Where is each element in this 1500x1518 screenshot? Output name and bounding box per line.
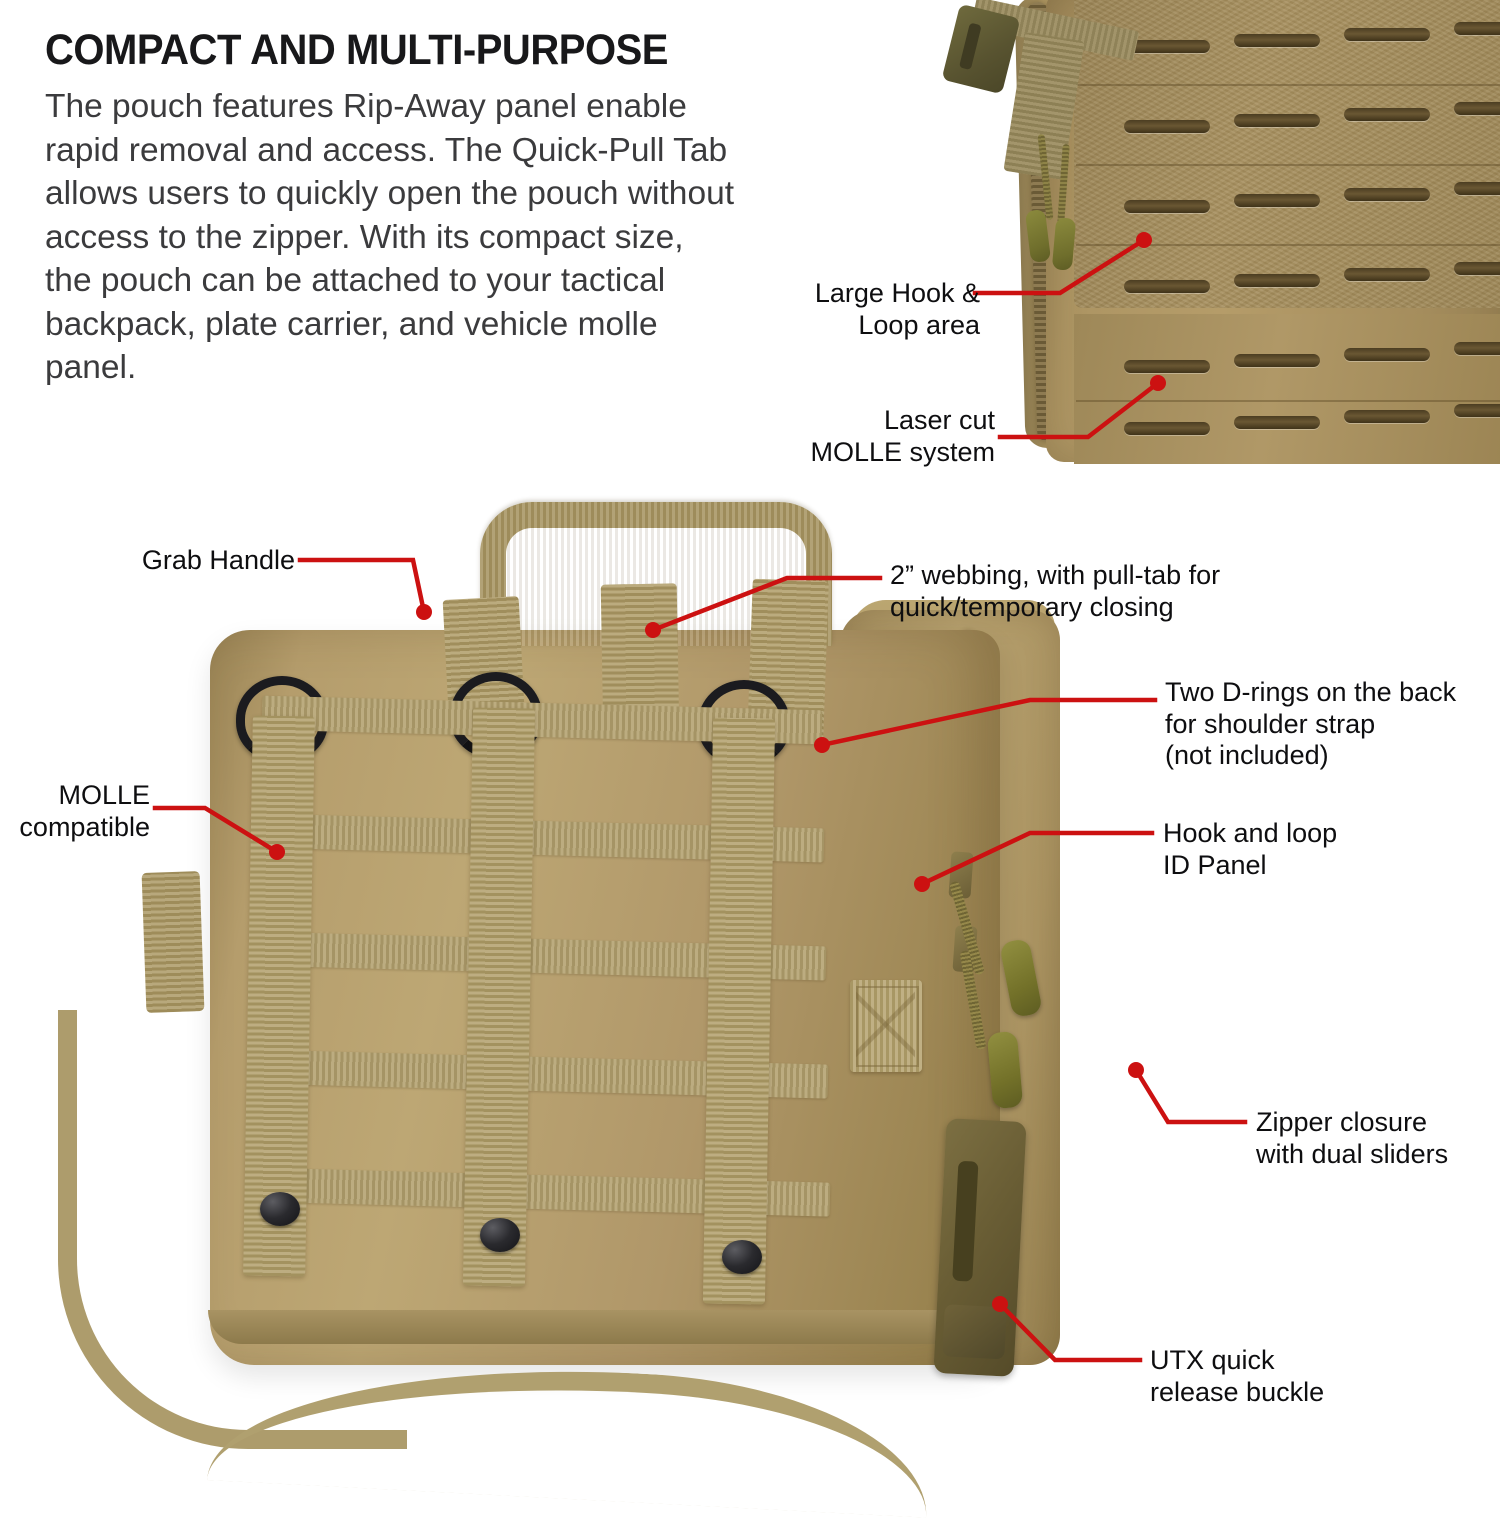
callout-webbing-pulltab: 2” webbing, with pull-tab for quick/temp… — [890, 560, 1221, 622]
callout-zipper-closure: Zipper closure with dual sliders — [1256, 1107, 1449, 1169]
molle-strap-middle — [462, 707, 536, 1287]
hook-loop-id-panel — [850, 980, 922, 1072]
body-description: The pouch features Rip-Away panel enable… — [45, 88, 735, 387]
callout-large-hook-loop: Large Hook & Loop area — [814, 278, 980, 340]
pouch-top-lower-panel — [1074, 314, 1500, 464]
product-photo-main-bag — [58, 480, 1150, 1518]
molle-strap-right — [702, 717, 776, 1305]
side-attachment-tab — [141, 871, 205, 1013]
callout-utx-buckle: UTX quick release buckle — [1150, 1345, 1325, 1407]
callout-molle-compatible: MOLLE compatible — [19, 780, 150, 842]
snap-button-right — [722, 1240, 762, 1274]
callout-grab-handle: Grab Handle — [141, 545, 295, 575]
page-title: COMPACT AND MULTI-PURPOSE — [45, 26, 669, 74]
top-strap-buckle — [941, 3, 1021, 95]
shoulder-strap-webbing-left — [58, 1010, 407, 1449]
product-photo-top-back-panel — [941, 0, 1500, 498]
callout-two-d-rings: Two D-rings on the back for shoulder str… — [1165, 677, 1457, 771]
snap-button-middle — [480, 1218, 520, 1252]
callout-laser-cut-molle: Laser cut MOLLE system — [810, 405, 995, 467]
utx-quick-release-buckle — [933, 1118, 1027, 1377]
callout-hook-loop-id-panel: Hook and loop ID Panel — [1163, 818, 1338, 880]
infographic-canvas: COMPACT AND MULTI-PURPOSE The pouch feat… — [0, 0, 1500, 1478]
